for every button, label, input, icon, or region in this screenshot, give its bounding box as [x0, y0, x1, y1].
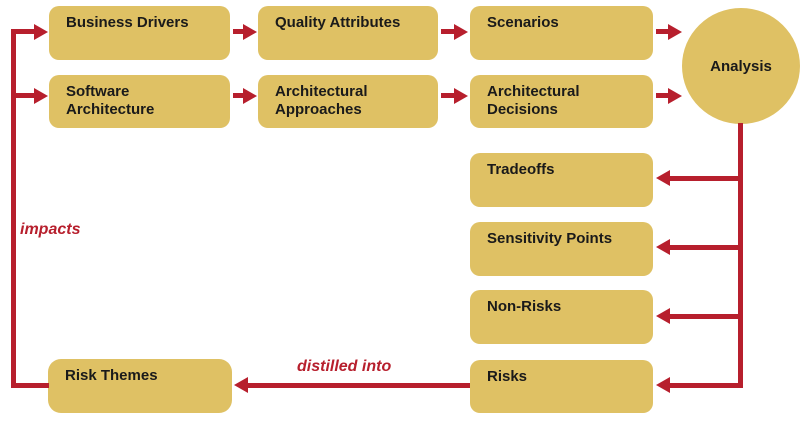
- node-non-risks: Non-Risks: [470, 290, 653, 344]
- arrow-risks-to-risk-themes-head-icon: [234, 377, 248, 393]
- impacts-label: impacts: [20, 221, 81, 238]
- node-software-architecture: Software Architecture: [49, 75, 230, 128]
- arrow-analysis-to-tradeoffs-head-icon: [656, 170, 670, 186]
- node-scenarios: Scenarios: [470, 6, 653, 60]
- node-analysis: Analysis: [682, 8, 800, 124]
- arrow-approaches-to-decisions-head-icon: [454, 88, 468, 104]
- node-risk-themes: Risk Themes: [48, 359, 232, 413]
- node-quality-attributes: Quality Attributes: [258, 6, 438, 60]
- arrowhead-into-software-architecture-icon: [34, 88, 48, 104]
- arrow-scenarios-to-analysis-line: [656, 29, 669, 34]
- arrow-risks-to-risk-themes-line: [248, 383, 470, 388]
- arrow-analysis-to-non-risks-line: [670, 314, 743, 319]
- node-tradeoffs: Tradeoffs: [470, 153, 653, 207]
- arrow-analysis-to-non-risks-head-icon: [656, 308, 670, 324]
- arrow-decisions-to-analysis-head-icon: [668, 88, 682, 104]
- arrow-approaches-to-decisions-line: [441, 93, 455, 98]
- distilled-into-label: distilled into: [297, 358, 392, 375]
- arrow-analysis-to-risks-line: [670, 383, 743, 388]
- arrow-quality-attributes-to-scenarios-line: [441, 29, 455, 34]
- arrow-quality-attributes-to-scenarios-head-icon: [454, 24, 468, 40]
- impacts-feedback-line: [11, 29, 16, 388]
- risk-themes-outgoing-line: [14, 383, 49, 388]
- arrow-scenarios-to-analysis-head-icon: [668, 24, 682, 40]
- node-business-drivers: Business Drivers: [49, 6, 230, 60]
- node-architectural-approaches: Architectural Approaches: [258, 75, 438, 128]
- analysis-output-trunk-line: [738, 123, 743, 388]
- arrowhead-into-business-drivers-icon: [34, 24, 48, 40]
- node-sensitivity-points: Sensitivity Points: [470, 222, 653, 276]
- arrow-analysis-to-sensitivity-points-line: [670, 245, 743, 250]
- arrow-business-drivers-to-quality-attributes-head-icon: [243, 24, 257, 40]
- arrow-business-drivers-to-quality-attributes-line: [233, 29, 244, 34]
- impacts-branch-business-drivers-line: [14, 29, 35, 34]
- arrow-software-architecture-to-approaches-head-icon: [243, 88, 257, 104]
- arrow-software-architecture-to-approaches-line: [233, 93, 244, 98]
- arrow-analysis-to-tradeoffs-line: [670, 176, 743, 181]
- arrow-decisions-to-analysis-line: [656, 93, 669, 98]
- arrow-analysis-to-sensitivity-points-head-icon: [656, 239, 670, 255]
- node-risks: Risks: [470, 360, 653, 413]
- arrow-analysis-to-risks-head-icon: [656, 377, 670, 393]
- impacts-branch-software-architecture-line: [14, 93, 35, 98]
- node-architectural-decisions: Architectural Decisions: [470, 75, 653, 128]
